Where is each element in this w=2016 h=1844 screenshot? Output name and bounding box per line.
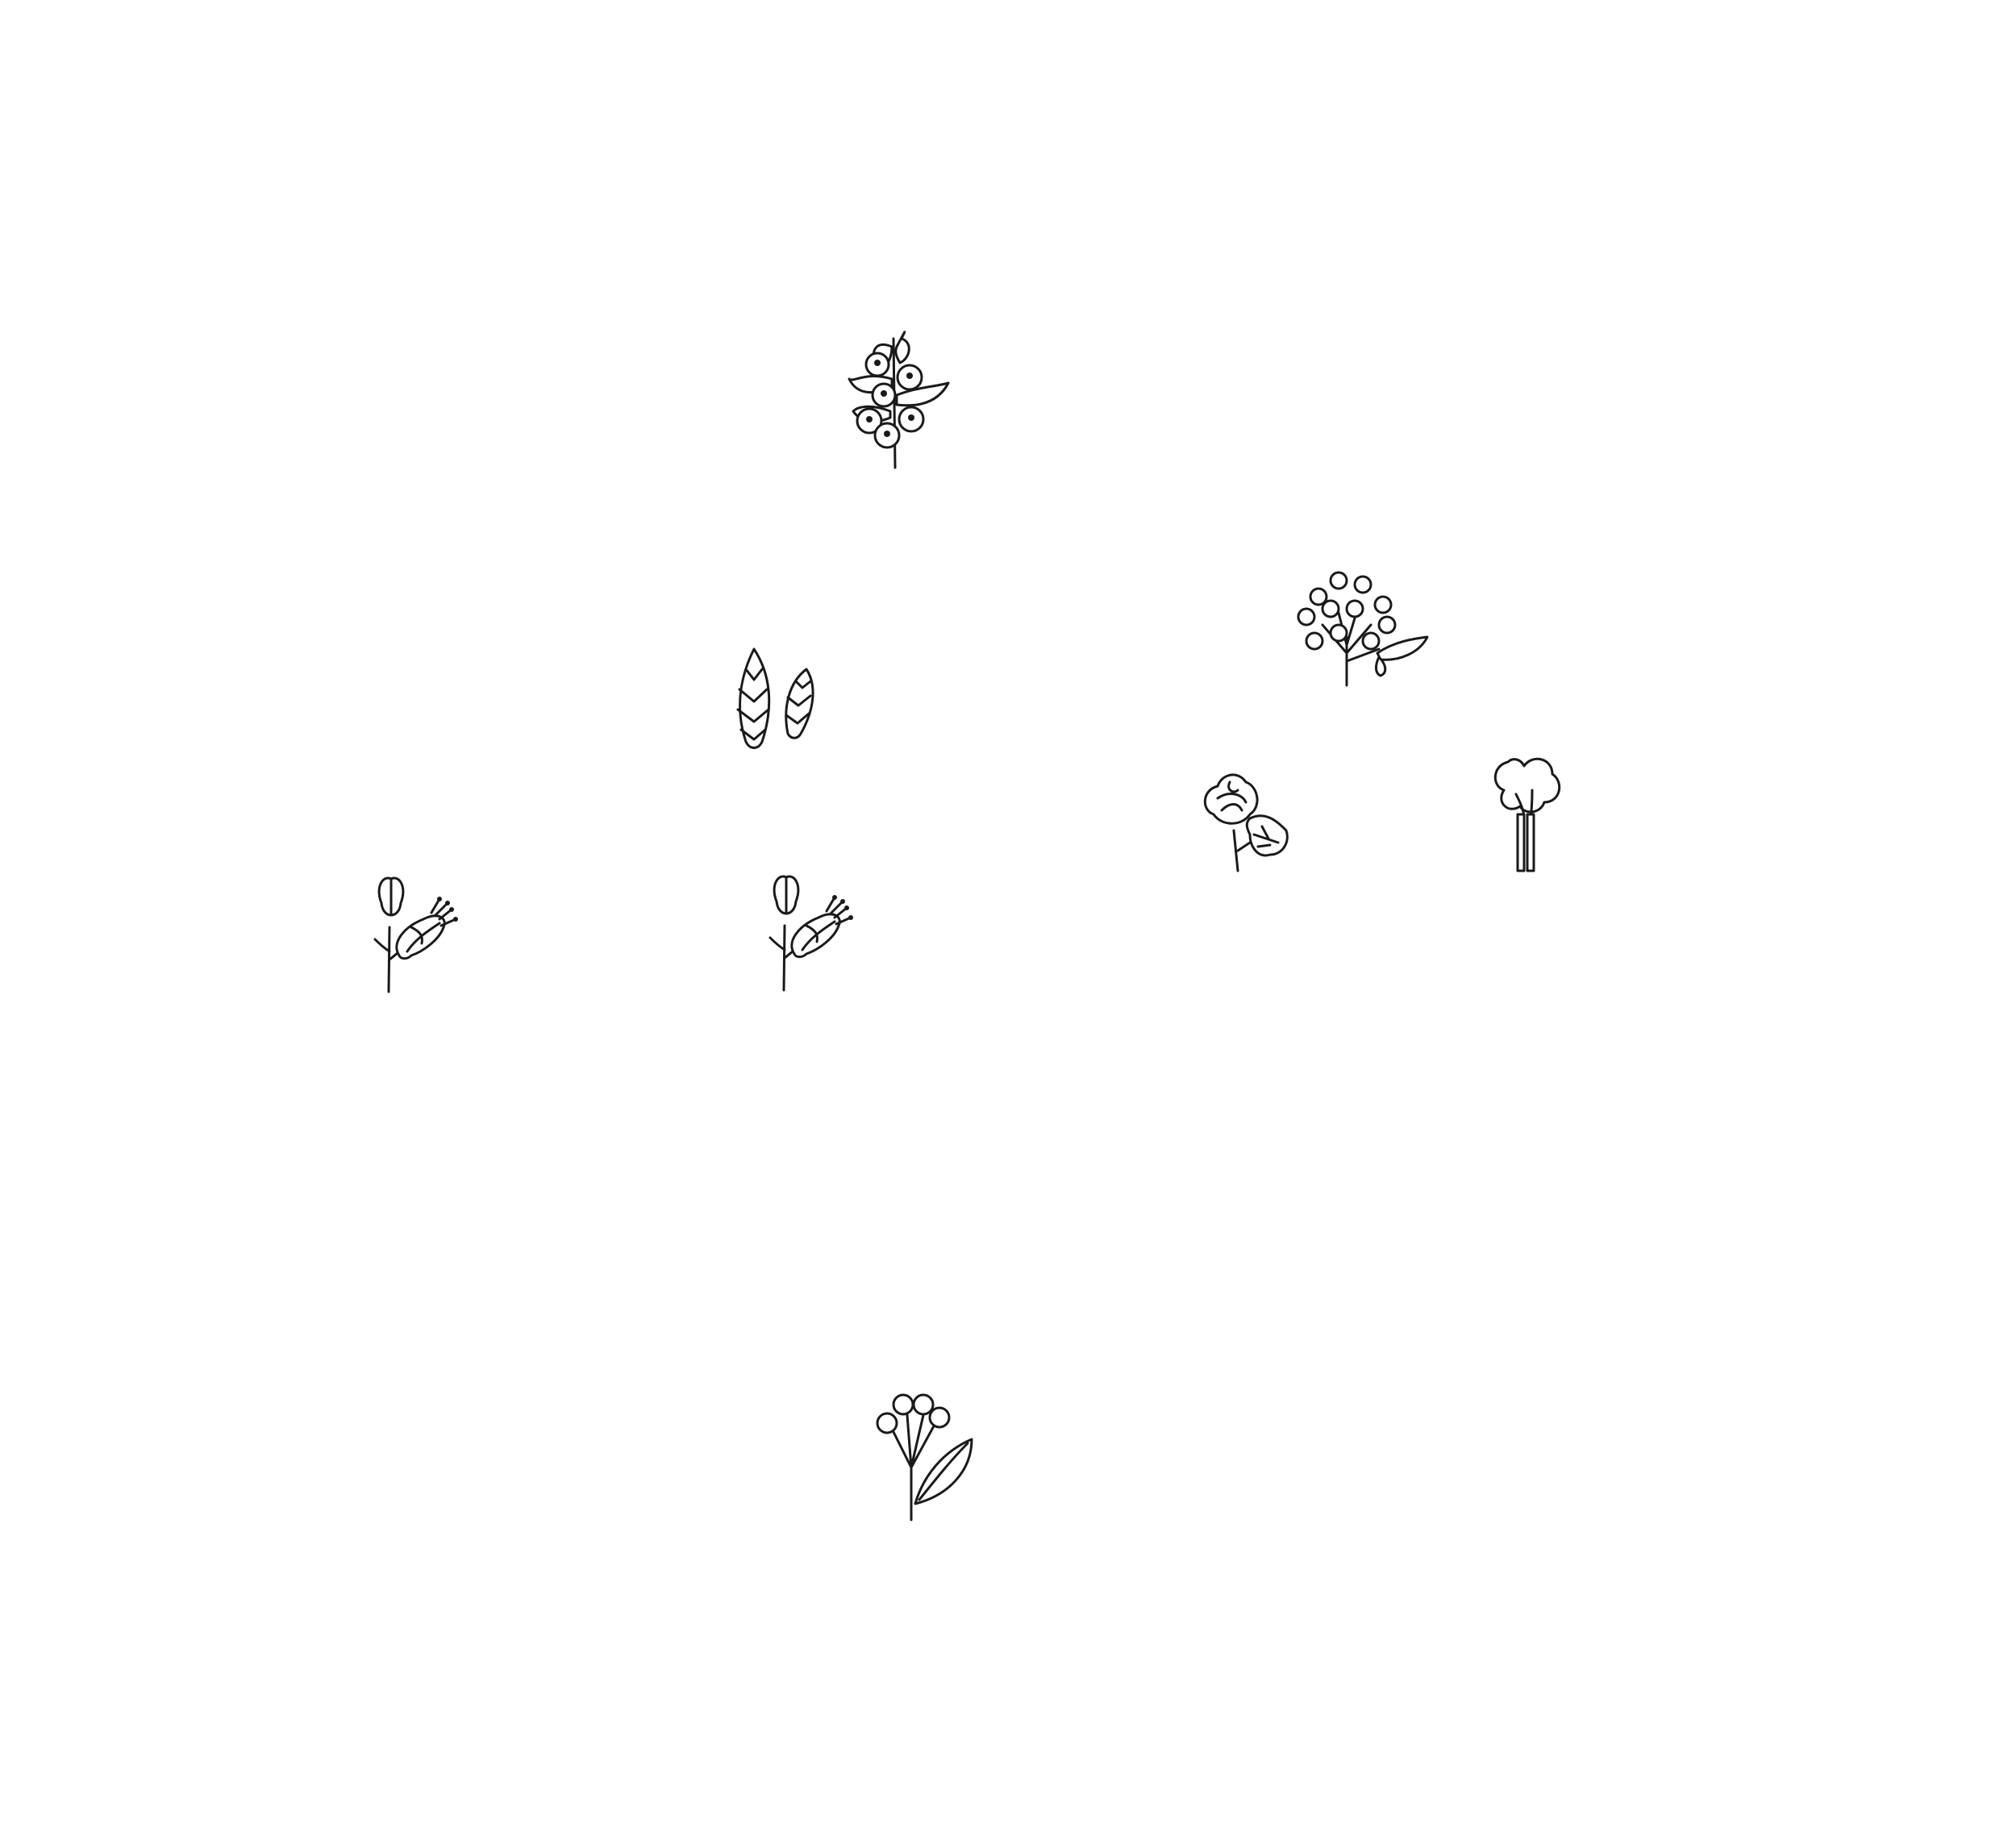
- rose-leaf-icon: [1203, 773, 1289, 872]
- pine-cone-pair-icon: [736, 647, 814, 749]
- bellflower-sprig-icon: [768, 875, 853, 992]
- berry-sprig-icon: [848, 331, 950, 469]
- bellflower-sprig-icon: [373, 876, 458, 993]
- primrose-icon: [876, 1393, 973, 1521]
- rhubarb-stalks-icon: [1493, 757, 1561, 872]
- flower-cluster-icon: [1297, 571, 1429, 687]
